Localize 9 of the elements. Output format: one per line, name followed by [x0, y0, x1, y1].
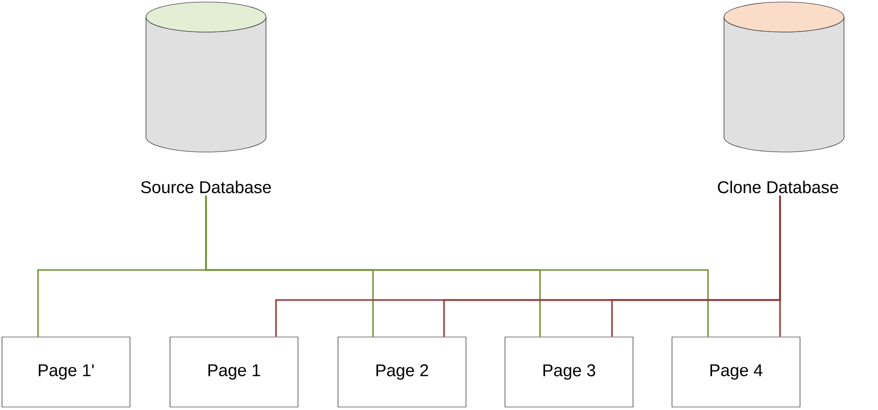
connector-line [205, 195, 709, 337]
connector-line [779, 195, 781, 337]
page-box: Page 3 [504, 336, 634, 408]
page-box: Page 1' [2, 336, 130, 408]
database-label: Source Database [141, 180, 271, 194]
database-label: Clone Database [718, 180, 838, 194]
page-box: Page 2 [338, 336, 466, 408]
page-box: Page 4 [672, 336, 800, 408]
page-box: Page 1 [170, 336, 298, 408]
